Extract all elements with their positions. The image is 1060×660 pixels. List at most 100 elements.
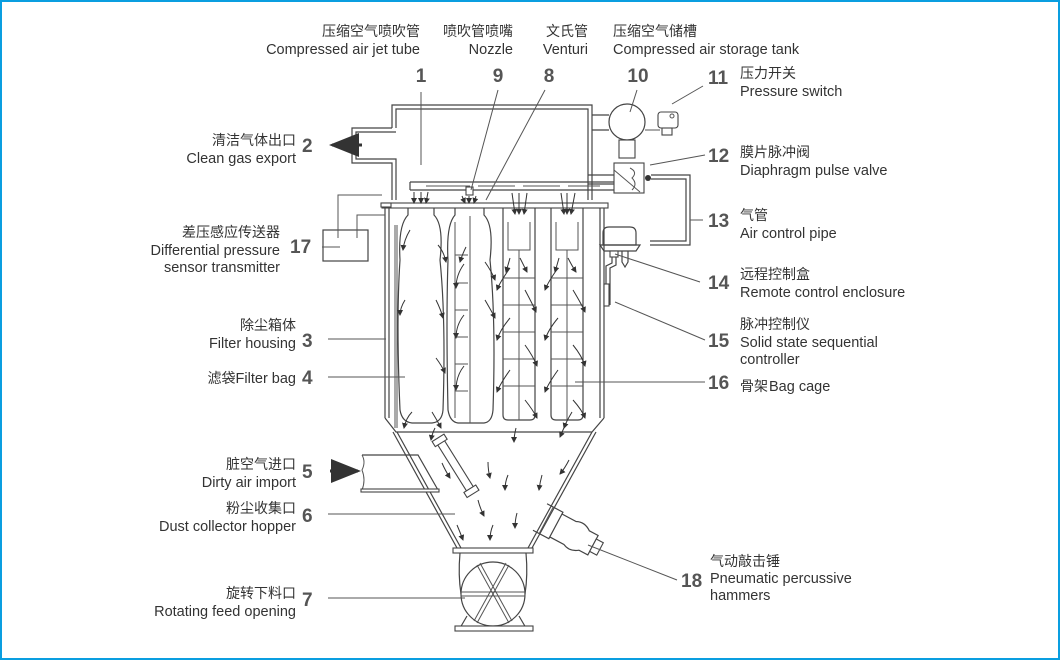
label-5-cn: 脏空气进口 [226,457,296,473]
label-14-cn: 远程控制盒 [740,266,810,283]
clean-air-plenum [351,104,593,200]
label-14-num: 14 [708,273,730,294]
label-8-cn: 文氏管 [546,24,588,40]
label-15-num: 15 [708,331,730,352]
label-2-num: 2 [302,136,313,157]
leader-18 [587,544,678,581]
label-7: 旋转下料口 Rotating feed opening 7 [154,586,312,620]
label-10-num: 10 [627,66,648,87]
label-5: 脏空气进口 Dirty air import 5 [202,457,313,491]
compressed-air-tank [592,103,660,159]
label-2-cn: 清洁气体出口 [212,133,296,149]
label-17-num: 17 [290,237,311,258]
label-15-en-line1: Solid state sequential [740,335,878,351]
label-11: 11 压力开关 Pressure switch [708,66,842,100]
label-6-num: 6 [302,506,313,527]
label-4: 滤袋Filter bag 4 [208,368,313,389]
label-1: 压缩空气喷吹管 Compressed air jet tube 1 [266,24,427,87]
pneumatic-hammer [532,503,605,556]
label-15-cn: 脉冲控制仪 [740,317,810,333]
label-14-en: Remote control enclosure [740,285,905,301]
label-18-en-line1: Pneumatic percussive [710,571,852,587]
label-9: 喷吹管喷嘴 Nozzle 9 [443,24,513,87]
label-4-cn: 滤袋 [208,371,236,387]
label-13: 13 气管 Air control pipe [708,208,837,242]
tube-sheet [381,202,609,209]
label-11-en: Pressure switch [740,84,842,100]
label-8: 文氏管 Venturi 8 [543,24,588,87]
label-11-cn: 压力开关 [740,66,796,82]
label-8-num: 8 [544,66,555,87]
leader-15 [614,301,706,341]
label-3: 除尘箱体 Filter housing 3 [209,318,313,352]
label-5-en: Dirty air import [202,475,296,491]
label-10-en: Compressed air storage tank [613,42,800,58]
label-15-en-line2: controller [740,352,800,368]
pulse-flow-arrows [411,191,576,215]
label-3-cn: 除尘箱体 [240,318,296,334]
label-18-num: 18 [681,571,702,592]
leader-12 [649,154,706,166]
leader-lines [322,85,706,599]
label-6-en: Dust collector hopper [159,519,296,535]
dust-collector-hopper [392,422,597,554]
label-4-text: 滤袋Filter bag [208,371,296,387]
label-6-cn: 粉尘收集口 [226,500,296,517]
leader-14 [614,253,701,283]
label-17: 差压感应传送器 Differential pressure sensor tra… [151,224,312,276]
dirty-air-inlet [360,454,440,493]
label-15: 15 脉冲控制仪 Solid state sequential controll… [708,317,878,368]
label-1-cn: 压缩空气喷吹管 [322,24,420,40]
label-18-en-line2: hammers [710,588,770,604]
label-10: 压缩空气储槽 Compressed air storage tank 10 [613,24,800,87]
leader-10 [629,89,638,113]
label-16-cn: 骨架 [740,379,768,395]
label-8-en: Venturi [543,42,588,58]
label-9-en: Nozzle [469,42,513,58]
leader-11 [671,85,704,105]
label-1-en: Compressed air jet tube [266,42,420,58]
label-17-en-line2: sensor transmitter [164,260,280,276]
label-1-num: 1 [416,66,427,87]
solid-state-controller [603,283,610,307]
label-17-en-line1: Differential pressure [151,243,281,259]
label-4-num: 4 [302,368,313,389]
label-12: 12 膜片脉冲阀 Diaphragm pulse valve [708,145,888,179]
label-7-cn: 旋转下料口 [226,586,296,602]
label-14: 14 远程控制盒 Remote control enclosure [708,266,905,301]
label-17-cn: 差压感应传送器 [182,224,280,241]
equipment-drawing [322,103,691,632]
rotary-feed-valve [454,552,534,632]
label-11-num: 11 [708,68,729,89]
diaphragm-pulse-valve [588,162,691,246]
differential-pressure-sensor [322,194,392,262]
label-4-en: Filter bag [236,371,296,387]
label-10-cn: 压缩空气储槽 [613,24,697,40]
nozzle [465,186,474,196]
leader-9 [470,89,499,191]
label-9-cn: 喷吹管喷嘴 [443,24,513,40]
filter-bags [397,208,584,424]
callout-labels: 压缩空气喷吹管 Compressed air jet tube 1 喷吹管喷嘴 … [151,24,906,620]
label-16: 16 骨架 Bag cage [708,373,830,395]
label-13-num: 13 [708,211,729,232]
compressed-air-jet-tube [409,181,615,196]
label-16-en: Bag cage [769,379,830,395]
label-5-num: 5 [302,462,313,483]
label-18-cn: 气动敲击锤 [710,553,780,570]
label-18: 18 气动敲击锤 Pneumatic percussive hammers [681,553,852,604]
label-16-num: 16 [708,373,729,394]
pressure-switch [657,111,679,136]
internal-flow-arrows [397,229,587,443]
label-13-en: Air control pipe [740,226,837,242]
label-2: 清洁气体出口 Clean gas export 2 [186,133,312,167]
label-7-en: Rotating feed opening [154,604,296,620]
label-3-en: Filter housing [209,336,296,352]
label-12-cn: 膜片脉冲阀 [740,145,810,161]
filter-housing [384,208,605,433]
label-9-num: 9 [493,66,504,87]
label-3-num: 3 [302,331,313,352]
label-2-en: Clean gas export [186,151,296,167]
label-6: 粉尘收集口 Dust collector hopper 6 [159,500,313,535]
